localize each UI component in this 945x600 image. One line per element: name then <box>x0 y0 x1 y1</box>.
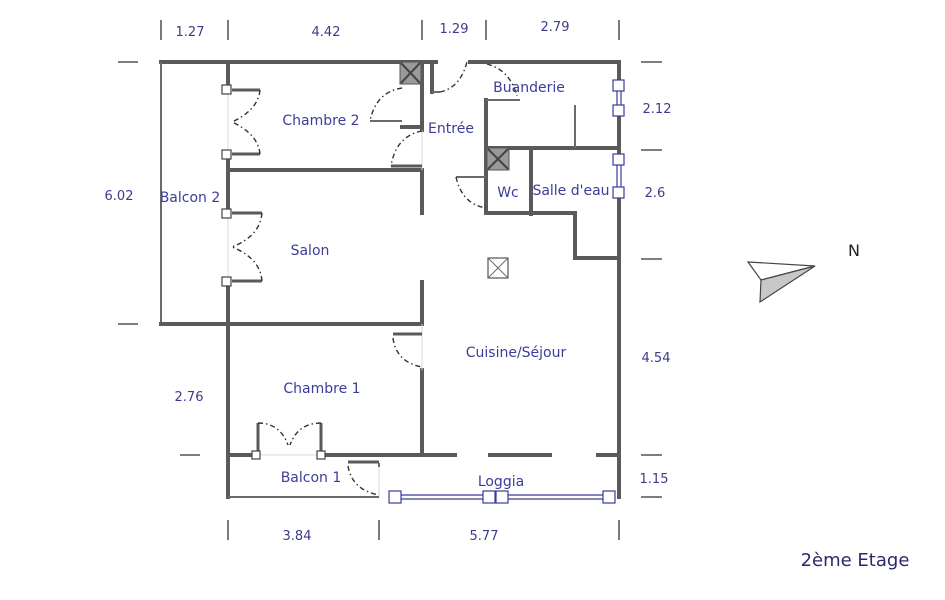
dim-bottom-1: 3.84 <box>283 529 312 544</box>
post <box>221 149 232 160</box>
post <box>251 450 261 460</box>
dim-right-4: 1.15 <box>640 472 669 487</box>
window-salle-deau <box>612 153 625 199</box>
window-loggia <box>388 490 616 504</box>
post <box>221 84 232 95</box>
vent-sejour <box>487 257 509 279</box>
dim-left-1: 6.02 <box>105 189 134 204</box>
dim-bottom-2: 5.77 <box>470 529 499 544</box>
ducts <box>399 61 510 279</box>
dim-top-3: 1.29 <box>440 22 469 37</box>
dim-top-4: 2.79 <box>541 20 570 35</box>
north-arrow-icon: N <box>746 241 860 304</box>
window-buanderie <box>612 79 625 117</box>
post <box>221 276 232 287</box>
windows <box>221 79 625 504</box>
room-loggia: Loggia <box>478 474 524 490</box>
room-chambre-2: Chambre 2 <box>282 113 359 129</box>
dim-right-2: 2.6 <box>645 186 666 201</box>
room-buanderie: Buanderie <box>493 80 565 96</box>
room-balcon-2: Balcon 2 <box>160 190 221 206</box>
room-salon: Salon <box>291 243 330 259</box>
walls <box>159 60 621 499</box>
room-entree: Entrée <box>428 121 474 137</box>
room-salle-deau: Salle d'eau <box>532 183 609 199</box>
room-wc: Wc <box>497 185 519 201</box>
room-labels: Chambre 2 Entrée Buanderie Wc Salle d'ea… <box>160 80 610 490</box>
post <box>221 208 232 219</box>
dimension-labels: 1.27 4.42 1.29 2.79 6.02 2.76 2.12 2.6 4… <box>105 20 672 544</box>
duct-entree <box>399 61 422 85</box>
dim-top-1: 1.27 <box>176 25 205 40</box>
dimension-ticks <box>118 20 662 540</box>
dim-left-2: 2.76 <box>175 390 204 405</box>
dim-right-1: 2.12 <box>643 102 672 117</box>
room-balcon-1: Balcon 1 <box>281 470 342 486</box>
duct-wc <box>486 147 510 171</box>
room-cuisine-sejour: Cuisine/Séjour <box>466 345 567 361</box>
dim-top-2: 4.42 <box>312 25 341 40</box>
dim-right-3: 4.54 <box>642 351 671 366</box>
room-chambre-1: Chambre 1 <box>283 381 360 397</box>
door-swings <box>231 61 518 496</box>
post <box>316 450 326 460</box>
floor-label: 2ème Etage <box>801 550 910 571</box>
north-label: N <box>848 241 860 260</box>
